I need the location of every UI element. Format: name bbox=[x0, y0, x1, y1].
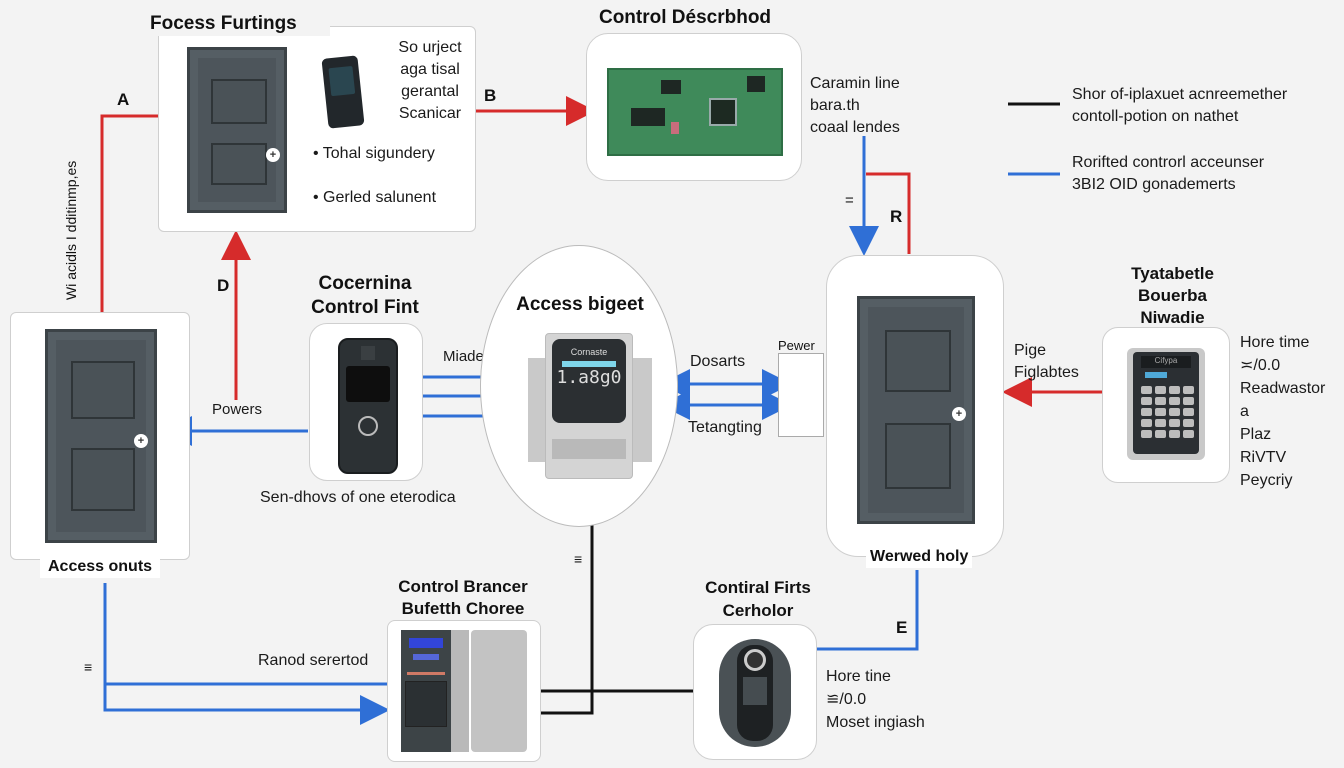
center-title: Access bigeet bbox=[516, 294, 644, 315]
edge-label-b: B bbox=[484, 86, 497, 105]
bottom-reader-card[interactable] bbox=[693, 624, 817, 760]
keypad-icon: Cifypa bbox=[1127, 348, 1205, 460]
reader-card[interactable] bbox=[309, 323, 423, 481]
vertical-label: Wi acidls I dditinmp,es bbox=[63, 160, 79, 300]
left-door-caption: Access onuts bbox=[40, 556, 161, 578]
door-icon: + bbox=[187, 47, 287, 213]
keypad-key bbox=[1169, 430, 1180, 438]
keypad-key bbox=[1155, 419, 1166, 427]
control-board-title: Control Déscrbhod bbox=[598, 7, 772, 28]
keypad-key bbox=[1169, 408, 1180, 416]
keypad-key bbox=[1155, 430, 1166, 438]
door-icon: + bbox=[45, 329, 157, 543]
right-door-card[interactable]: + bbox=[826, 255, 1004, 557]
desc-line: So urject bbox=[398, 39, 462, 56]
bottom-reader-side-text: Hore tine ≌/0.0 Moset ingiash bbox=[826, 668, 925, 731]
keypad-key bbox=[1141, 419, 1152, 427]
keypad-key bbox=[1155, 408, 1166, 416]
keypad-key bbox=[1141, 408, 1152, 416]
feature-card[interactable]: + So urject aga tisal gerantal Scanicar … bbox=[158, 26, 476, 232]
bottom-panel-title: Control Brancer Bufetth Choree bbox=[398, 577, 528, 618]
bullet-item: Gerled salunent bbox=[323, 189, 437, 206]
edge-label-tetangting: Tetangting bbox=[688, 419, 762, 436]
edge-label-eq: ≡ bbox=[574, 551, 583, 567]
access-controller-body: Cornaste 1.a8g0 bbox=[545, 333, 633, 479]
desc-line: aga tisal bbox=[400, 61, 460, 78]
circuit-board-icon bbox=[607, 68, 783, 156]
keypad-key bbox=[1141, 386, 1152, 394]
edge-label-powers: Powers bbox=[212, 401, 263, 418]
desc-line: gerantal bbox=[401, 83, 459, 100]
keypad-key bbox=[1155, 386, 1166, 394]
card-reader-icon bbox=[338, 338, 398, 474]
card-reader-icon bbox=[321, 55, 365, 129]
biometric-reader-icon bbox=[719, 639, 791, 747]
keypad-key bbox=[1183, 430, 1194, 438]
keypad-key bbox=[1169, 386, 1180, 394]
reader-caption: Sen-dhovs of one eterodica bbox=[260, 489, 456, 506]
edge-label-eq: = bbox=[845, 192, 854, 209]
edge-label-r: R bbox=[890, 207, 903, 226]
edge-label-ranod: Ranod serertod bbox=[258, 652, 369, 669]
bullet-item: Tohal sigundery bbox=[322, 145, 435, 162]
keypad-key bbox=[1183, 419, 1194, 427]
keypad-key bbox=[1183, 386, 1194, 394]
desc-line: Scanicar bbox=[398, 105, 462, 122]
wire-center-down bbox=[540, 497, 594, 715]
control-board-card[interactable] bbox=[586, 33, 802, 181]
keypad-key bbox=[1169, 397, 1180, 405]
bottom-reader-title: Contiral Firts Cerholor bbox=[705, 578, 811, 620]
keypad-card[interactable]: Cifypa bbox=[1102, 327, 1230, 483]
edge-label-miade: Miade bbox=[443, 348, 484, 365]
right-door-caption: Werwed holy bbox=[866, 546, 973, 568]
power-box bbox=[778, 353, 824, 437]
legend-item-blue: Rorifted controrl acceunser 3BI2 OID gon… bbox=[1072, 154, 1265, 193]
control-board-note: Caramin line bara.th coaal lendes bbox=[810, 75, 900, 136]
wire-r bbox=[866, 172, 911, 254]
keypad-side-text: Hore time ≍/0.0 Readwastor a Plaz RiVTV … bbox=[1240, 334, 1326, 489]
left-door-card[interactable]: + bbox=[10, 312, 190, 560]
edge-label-dosarts: Dosarts bbox=[690, 353, 746, 370]
legend-item-black: Shor of-iplaxuet acnreemether contoll-po… bbox=[1072, 86, 1288, 125]
edge-label-a: A bbox=[117, 90, 130, 109]
wire-left-bottom bbox=[103, 583, 390, 725]
power-box-label: Pewer bbox=[778, 338, 815, 353]
keypad-key bbox=[1141, 397, 1152, 405]
keypad-key bbox=[1141, 430, 1152, 438]
door-icon: + bbox=[857, 296, 975, 524]
edge-label-d: D bbox=[217, 276, 230, 295]
keypad-key bbox=[1183, 397, 1194, 405]
feature-card-title: Focess Furtings bbox=[150, 12, 330, 36]
edge-label-pige: Pige Figlabtes bbox=[1014, 342, 1079, 381]
keypad-key bbox=[1183, 408, 1194, 416]
reader-title: Cocernina Control Fint bbox=[311, 273, 419, 318]
edge-label-eq: ≡ bbox=[84, 659, 93, 675]
control-panel-icon bbox=[401, 630, 451, 752]
bottom-panel-card[interactable] bbox=[387, 620, 541, 762]
keypad-key bbox=[1155, 397, 1166, 405]
keypad-key bbox=[1169, 419, 1180, 427]
edge-label-e: E bbox=[896, 618, 908, 637]
keypad-title: Tyatabetle Bouerba Niwadie bbox=[1131, 264, 1214, 327]
wire-a bbox=[100, 114, 158, 312]
